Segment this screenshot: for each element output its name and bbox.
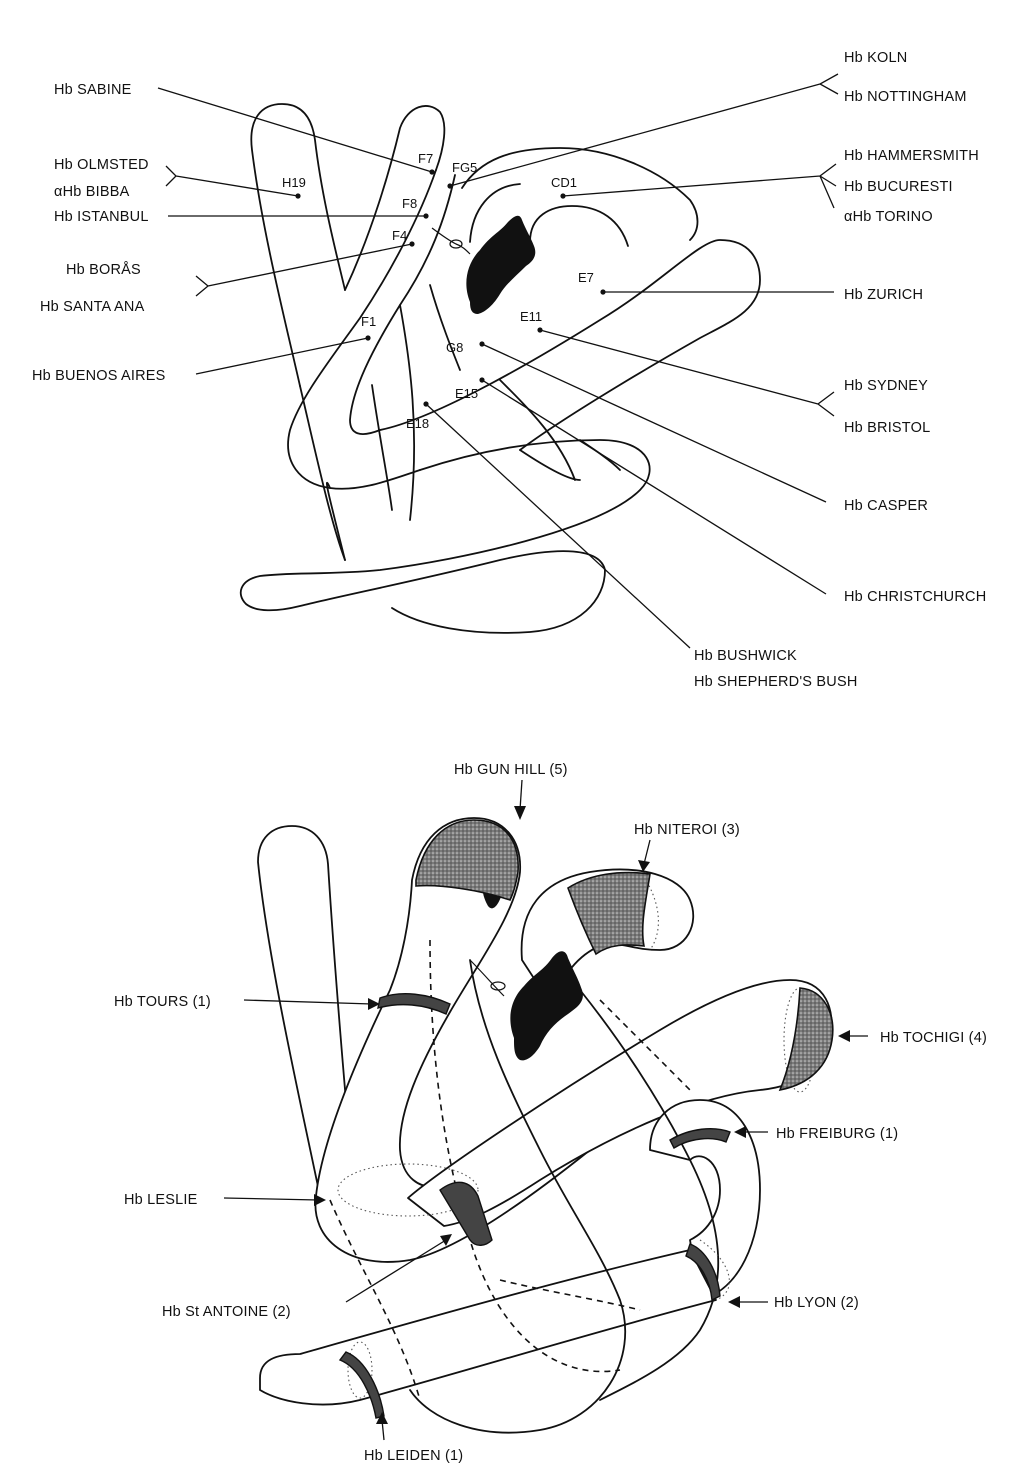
residue-label: F1 xyxy=(361,314,376,329)
label-hb-lyon: Hb LYON (2) xyxy=(774,1295,859,1311)
residue-label: E18 xyxy=(406,416,429,431)
globin-tube-model xyxy=(258,818,833,1433)
label-hb-zurich: Hb ZURICH xyxy=(844,287,923,303)
residue-label: CD1 xyxy=(551,175,577,190)
leader-lines xyxy=(158,74,838,648)
label-hb-sabine: Hb SABINE xyxy=(54,82,132,98)
heme-group-icon xyxy=(510,951,583,1060)
label-hb-casper: Hb CASPER xyxy=(844,498,928,514)
label-hb-leiden: Hb LEIDEN (1) xyxy=(364,1448,463,1464)
residue-label: H19 xyxy=(282,175,306,190)
label-hb-hammersmith: Hb HAMMERSMITH xyxy=(844,148,979,164)
residue-label: F7 xyxy=(418,151,433,166)
residue-labels: H19 F7 FG5 CD1 F8 F4 E7 E11 F1 G8 E15 E1… xyxy=(282,151,594,431)
residue-label: F8 xyxy=(402,196,417,211)
heme-group-icon xyxy=(466,216,535,314)
bottom-panel: Hb GUN HILL (5) Hb NITEROI (3) Hb TOURS … xyxy=(114,762,987,1464)
label-hb-freiburg: Hb FREIBURG (1) xyxy=(776,1126,898,1142)
label-hb-olmsted: Hb OLMSTED xyxy=(54,157,149,173)
label-hb-st-antoine: Hb St ANTOINE (2) xyxy=(162,1304,291,1320)
label-hb-bristol: Hb BRISTOL xyxy=(844,420,930,436)
variant-labels-top: Hb SABINE Hb OLMSTED αHb BIBBA Hb ISTANB… xyxy=(32,50,986,690)
label-hb-gun-hill: Hb GUN HILL (5) xyxy=(454,762,568,778)
label-hb-leslie: Hb LESLIE xyxy=(124,1192,198,1208)
label-hb-bucuresti: Hb BUCURESTI xyxy=(844,179,953,195)
label-hb-sydney: Hb SYDNEY xyxy=(844,378,928,394)
residue-label: E15 xyxy=(455,386,478,401)
residue-dots xyxy=(295,169,605,406)
label-hb-buenos-aires: Hb BUENOS AIRES xyxy=(32,368,166,384)
label-hb-bushwick: Hb BUSHWICK xyxy=(694,648,797,664)
top-panel: H19 F7 FG5 CD1 F8 F4 E7 E11 F1 G8 E15 E1… xyxy=(32,50,986,690)
label-hb-istanbul: Hb ISTANBUL xyxy=(54,209,149,225)
label-hb-tours: Hb TOURS (1) xyxy=(114,994,211,1010)
residue-label: FG5 xyxy=(452,160,477,175)
residue-label: E7 xyxy=(578,270,594,285)
residue-label: E11 xyxy=(520,309,542,324)
residue-label: F4 xyxy=(392,228,407,243)
label-hb-tochigi: Hb TOCHIGI (4) xyxy=(880,1030,987,1046)
label-ahb-torino: αHb TORINO xyxy=(844,209,933,225)
label-ahb-bibba: αHb BIBBA xyxy=(54,184,130,200)
label-hb-niteroi: Hb NITEROI (3) xyxy=(634,822,740,838)
residue-label: G8 xyxy=(446,340,463,355)
label-hb-santa-ana: Hb SANTA ANA xyxy=(40,299,145,315)
label-hb-boras: Hb BORÅS xyxy=(66,261,141,278)
label-hb-nottingham: Hb NOTTINGHAM xyxy=(844,89,967,105)
label-hb-koln: Hb KOLN xyxy=(844,50,907,66)
label-hb-shepherds-bush: Hb SHEPHERD'S BUSH xyxy=(694,674,858,690)
label-hb-christchurch: Hb CHRISTCHURCH xyxy=(844,589,986,605)
